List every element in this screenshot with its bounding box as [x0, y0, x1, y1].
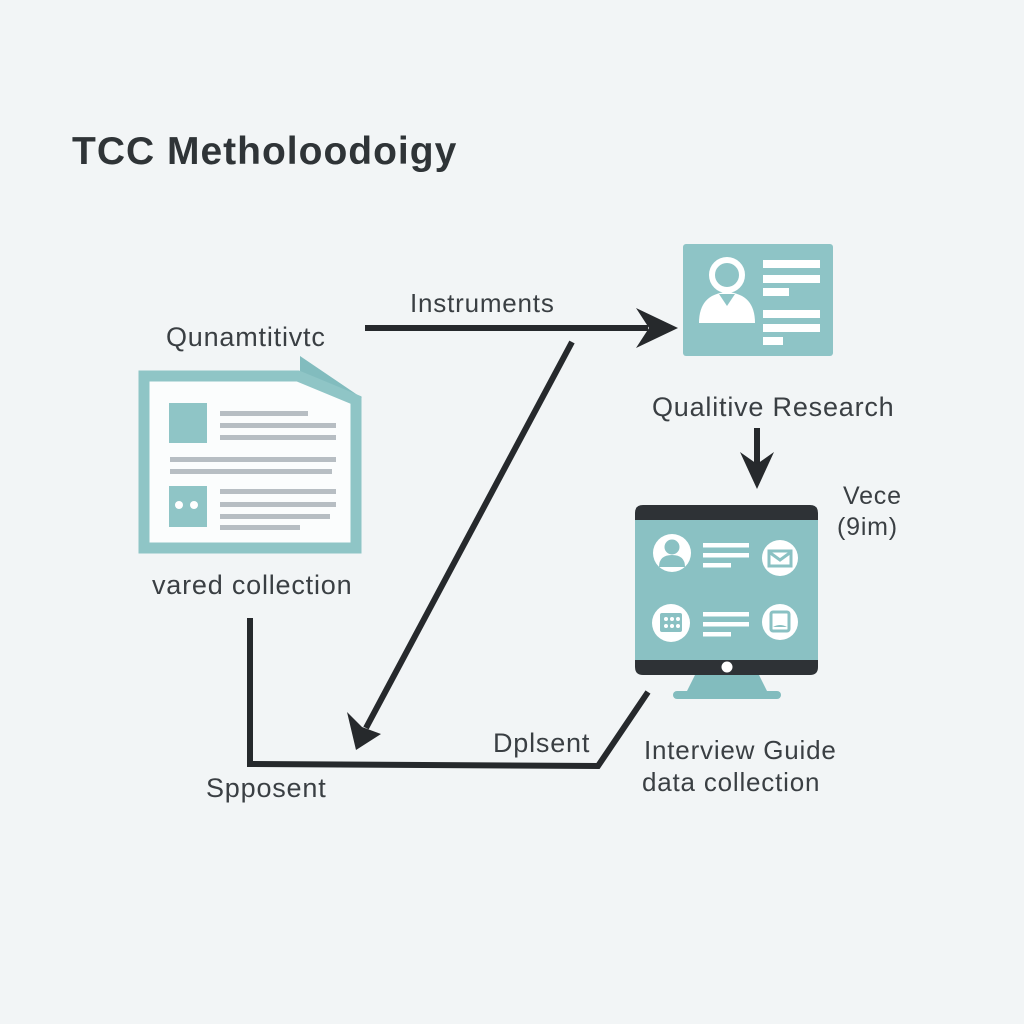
- interview-caption-line2: data collection: [642, 767, 821, 797]
- side-note-line1: Vece: [843, 482, 902, 510]
- calendar-grid-icon: [652, 604, 690, 642]
- document-icon: [138, 356, 362, 554]
- envelope-icon: [762, 540, 798, 576]
- diagonal-arrow: [347, 340, 575, 750]
- id-card-icon: [683, 244, 833, 356]
- instruments-arrow: [365, 308, 678, 348]
- avatar-icon: [653, 534, 691, 572]
- quantitative-caption: vared collection: [152, 570, 353, 600]
- qualitative-label: Qualitive Research: [652, 392, 895, 422]
- spposent-edge-label: Spposent: [206, 773, 327, 803]
- page-title: TCC Metholoodoigy: [72, 130, 458, 173]
- down-arrow: [740, 428, 774, 489]
- monitor-icon: [635, 505, 818, 699]
- elbow-connector: [247, 618, 651, 770]
- tablet-icon: [762, 604, 798, 640]
- instruments-edge-label: Instruments: [410, 288, 555, 318]
- interview-caption-line1: Interview Guide: [644, 735, 837, 765]
- quantitative-label: Qunamtitivtc: [166, 322, 326, 352]
- side-note-line2: (9im): [837, 513, 898, 541]
- dplsent-edge-label: Dplsent: [493, 728, 591, 758]
